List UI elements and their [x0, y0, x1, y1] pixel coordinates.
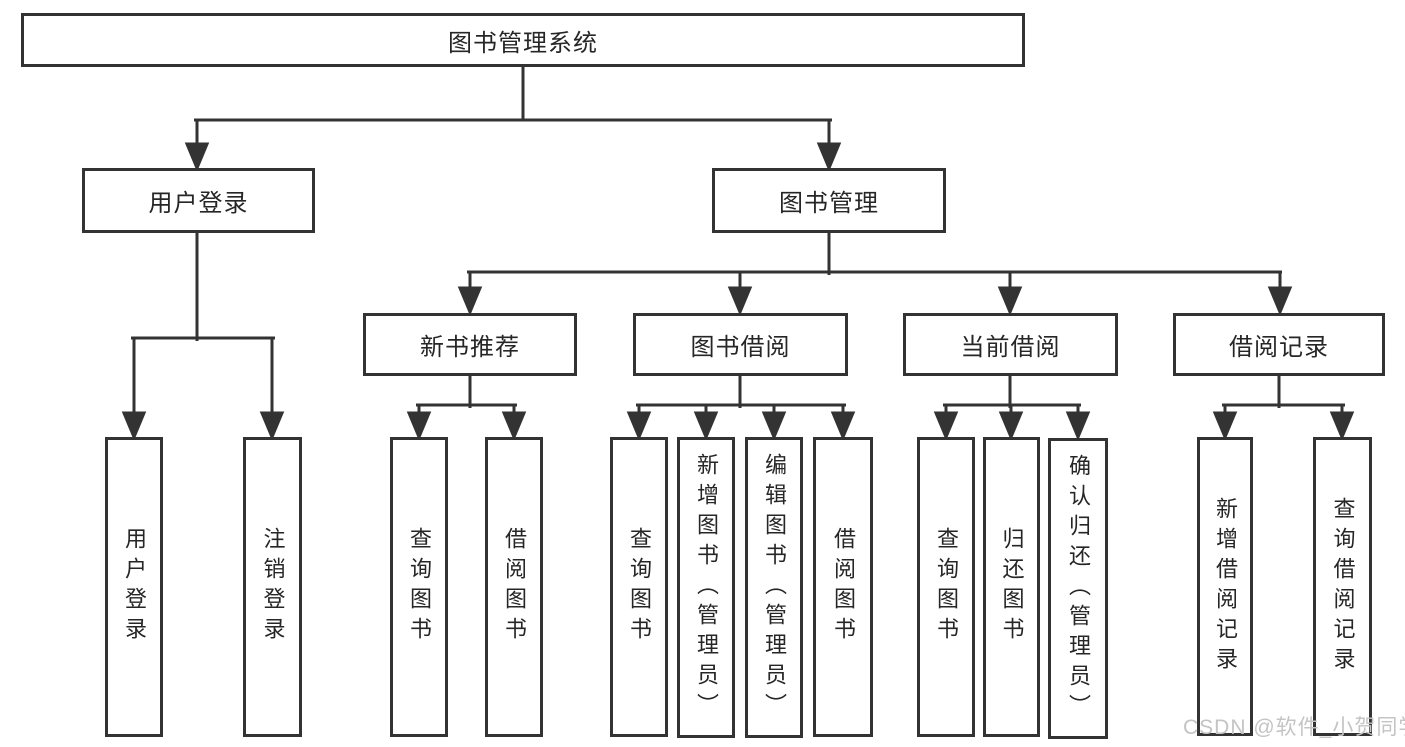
leaf-confirm-return-admin: 确认归还（管理员） [1048, 438, 1108, 739]
connector-borrow-records-children [1212, 374, 1355, 441]
node-user-login: 用户登录 [82, 168, 315, 233]
connector-book-management-children [457, 231, 1293, 316]
leaf-query-books-current: 查询图书 [917, 437, 975, 737]
connector-book-borrow-children [626, 374, 856, 441]
leaf-return-books: 归还图书 [983, 437, 1040, 737]
leaf-logout: 注销登录 [243, 437, 302, 737]
leaf-add-borrow-record: 新增借阅记录 [1197, 437, 1253, 736]
leaf-borrow-books: 借阅图书 [813, 437, 873, 737]
csdn-watermark: CSDN @软件_小贺同学 [1183, 716, 1405, 739]
leaf-add-books-admin: 新增图书（管理员） [677, 437, 735, 738]
node-book-borrow: 图书借阅 [633, 313, 848, 376]
leaf-user-login: 用户登录 [105, 437, 163, 737]
node-root-system: 图书管理系统 [21, 13, 1025, 67]
connector-root-to-level2 [184, 65, 842, 172]
node-borrow-records: 借阅记录 [1173, 313, 1385, 376]
leaf-edit-books-admin: 编辑图书（管理员） [745, 437, 803, 738]
connector-current-borrow-children [933, 374, 1091, 441]
leaf-borrow-books-recommend: 借阅图书 [485, 437, 543, 737]
leaf-query-books-borrow: 查询图书 [610, 437, 668, 737]
node-book-management: 图书管理 [712, 168, 946, 233]
node-new-book-recommend: 新书推荐 [363, 313, 577, 376]
connector-user-login-children [121, 231, 285, 441]
leaf-query-books-recommend: 查询图书 [390, 437, 448, 737]
leaf-query-borrow-record: 查询借阅记录 [1313, 437, 1372, 736]
node-current-borrow: 当前借阅 [903, 313, 1118, 376]
connector-new-book-recommend-children [406, 374, 527, 441]
